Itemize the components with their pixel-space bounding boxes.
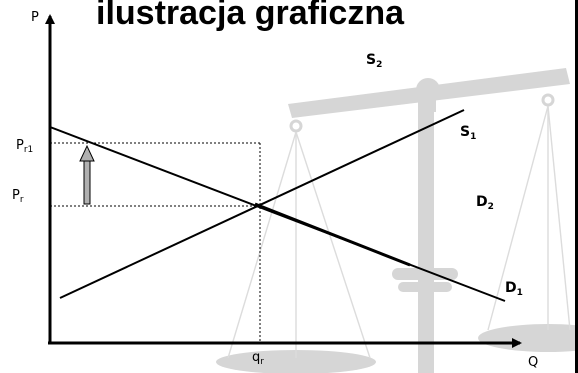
x-axis-label: Q xyxy=(528,355,539,370)
right-border xyxy=(575,0,578,373)
demand-shift-segment xyxy=(254,202,411,267)
price-label-pr1: Pr1 xyxy=(16,138,34,155)
supply-curve-s1 xyxy=(59,109,465,299)
curve-label-s2: S2 xyxy=(366,52,383,70)
curve-label-d1: D1 xyxy=(505,280,523,298)
curve-label-s1: S1 xyxy=(460,124,477,142)
quantity-label-qr: qr xyxy=(252,350,264,367)
curve-label-d2: D2 xyxy=(476,194,494,212)
price-label-pr: Pr xyxy=(12,188,24,205)
y-axis-label: P xyxy=(31,10,39,25)
page-title: ilustracja graficzna xyxy=(96,0,405,32)
price-increase-arrow xyxy=(79,144,95,205)
